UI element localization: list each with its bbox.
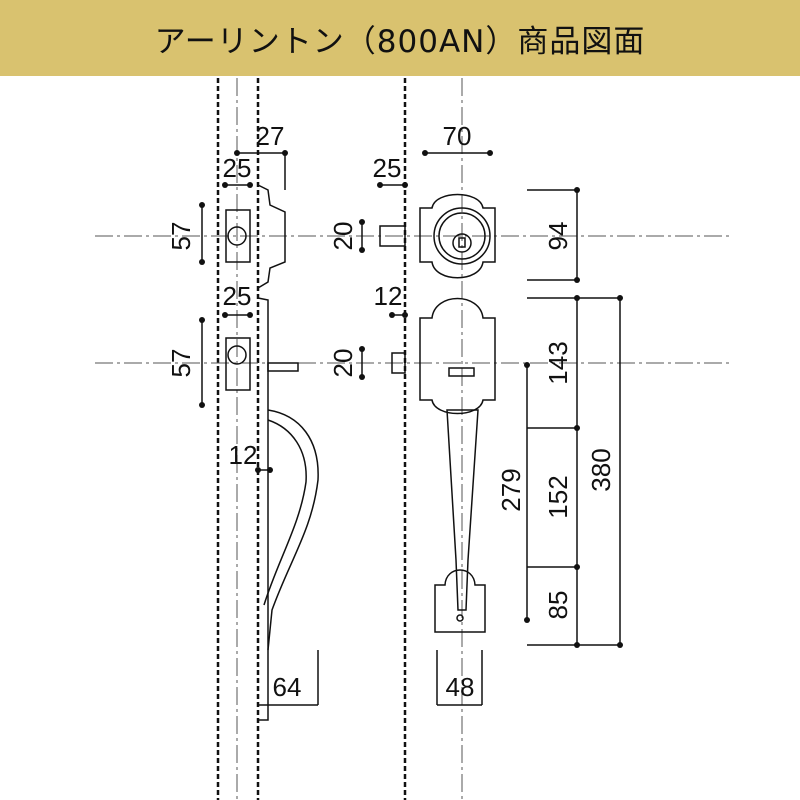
- dim-20: 20: [328, 349, 358, 378]
- dim-27: 27: [256, 121, 285, 151]
- dim-152: 152: [543, 475, 573, 518]
- dimension-dots: [199, 150, 623, 648]
- front-view-lockset: [379, 193, 496, 633]
- side-view-lockset: [225, 184, 319, 721]
- dim-57: 57: [166, 349, 196, 378]
- dim-279: 279: [496, 468, 526, 511]
- dim-57: 57: [166, 222, 196, 251]
- dim-48: 48: [446, 672, 475, 702]
- dim-94: 94: [543, 222, 573, 251]
- dim-70: 70: [443, 121, 472, 151]
- dimension-lines: [201, 152, 621, 706]
- dim-380: 380: [586, 448, 616, 491]
- dim-25: 25: [373, 153, 402, 183]
- dim-85: 85: [543, 591, 573, 620]
- dim-64: 64: [273, 672, 302, 702]
- dim-143: 143: [543, 341, 573, 384]
- header-banner: アーリントン（800AN）商品図面: [0, 0, 800, 76]
- dim-20: 20: [328, 222, 358, 251]
- dim-25: 25: [223, 153, 252, 183]
- page-title: アーリントン（800AN）商品図面: [154, 23, 646, 60]
- center-lines: [95, 78, 730, 800]
- dimension-labels: 27 25 57 25 57 12 64 70 25 20 12 20 48 9…: [166, 121, 616, 702]
- dim-12: 12: [374, 281, 403, 311]
- dim-25: 25: [223, 281, 252, 311]
- dim-12: 12: [229, 440, 258, 470]
- door-edge-lines: [216, 78, 407, 800]
